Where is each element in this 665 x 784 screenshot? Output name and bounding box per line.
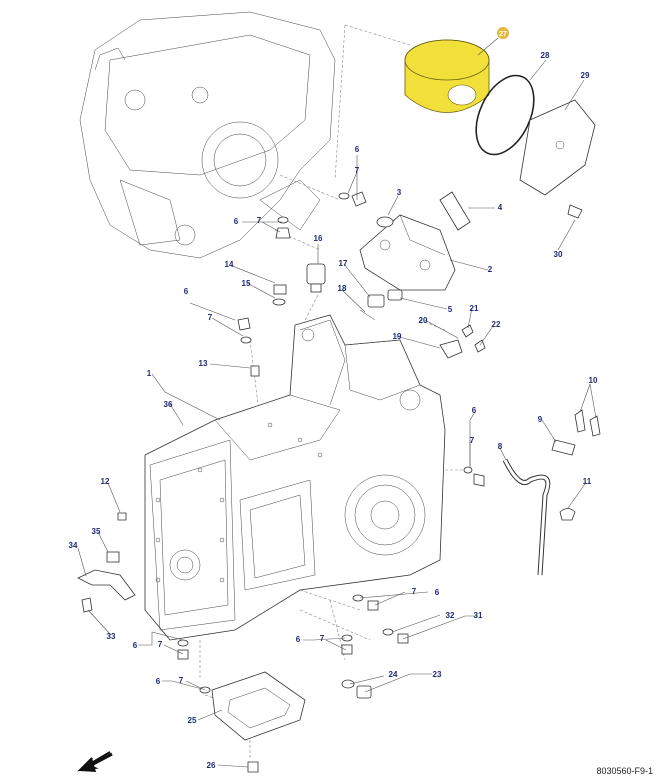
pipe-gasket bbox=[551, 439, 576, 456]
callout-22[interactable]: 22 bbox=[492, 320, 501, 329]
callout-7[interactable]: 7 bbox=[470, 436, 475, 445]
plug-23-24 bbox=[341, 679, 372, 699]
callout-13[interactable]: 13 bbox=[199, 359, 208, 368]
callout-21[interactable]: 21 bbox=[470, 304, 479, 313]
callout-12[interactable]: 12 bbox=[101, 477, 110, 486]
spring bbox=[359, 294, 385, 321]
callout-34[interactable]: 35 bbox=[92, 527, 101, 536]
o-ring bbox=[475, 74, 535, 156]
callout-31[interactable]: 31 bbox=[474, 611, 483, 620]
callout-7[interactable]: 7 bbox=[158, 640, 163, 649]
callout-32[interactable]: 32 bbox=[446, 611, 455, 620]
filter-cover bbox=[519, 99, 596, 196]
callout-6[interactable]: 6 bbox=[133, 641, 138, 650]
callout-7[interactable]: 7 bbox=[208, 313, 213, 322]
callout-16[interactable]: 16 bbox=[314, 234, 323, 243]
callout-6[interactable]: 6 bbox=[184, 287, 189, 296]
callout-6[interactable]: 6 bbox=[472, 406, 477, 415]
plug-and-seal-set-a bbox=[338, 191, 367, 207]
cover-bolt-hole bbox=[555, 140, 565, 150]
callout-11[interactable]: 11 bbox=[583, 477, 592, 486]
callout-20[interactable]: 20 bbox=[419, 316, 428, 325]
bracket-pipe bbox=[77, 569, 136, 601]
callout-4[interactable]: 4 bbox=[498, 203, 503, 212]
callout-10[interactable]: 10 bbox=[589, 376, 598, 385]
leader-lines bbox=[77, 37, 597, 768]
callout-5[interactable]: 5 bbox=[448, 305, 453, 314]
callout-35[interactable]: 33 bbox=[107, 632, 116, 641]
callout-6[interactable]: 6 bbox=[355, 145, 360, 154]
transmission-housing bbox=[144, 314, 446, 641]
callout-30[interactable]: 30 bbox=[554, 250, 563, 259]
callout-33[interactable]: 34 bbox=[69, 541, 78, 550]
plug-6-7-right bbox=[463, 466, 485, 487]
plug-13 bbox=[250, 365, 260, 377]
callout-7[interactable]: 7 bbox=[179, 676, 184, 685]
drawing-reference: 8030560-F9-1 bbox=[596, 766, 653, 776]
pin bbox=[439, 191, 471, 231]
bracket bbox=[359, 214, 456, 291]
callout-labels: 27 28 29 30 3 4 2 5 6 7 6 7 16 17 18 14 … bbox=[69, 27, 598, 770]
bolt-small-b bbox=[474, 339, 486, 353]
cover-bolt bbox=[567, 204, 583, 219]
callout-24[interactable]: 24 bbox=[389, 670, 398, 679]
plug-12 bbox=[117, 512, 127, 521]
callout-3[interactable]: 3 bbox=[397, 188, 402, 197]
callout-25[interactable]: 25 bbox=[188, 716, 197, 725]
callout-8[interactable]: 8 bbox=[498, 442, 503, 451]
callout-14[interactable]: 14 bbox=[225, 260, 234, 269]
plug-6-7-bottom-left bbox=[177, 639, 189, 660]
callout-7[interactable]: 7 bbox=[257, 216, 262, 225]
ghost-transmission-assembly bbox=[79, 11, 336, 259]
plug-31-32 bbox=[382, 628, 409, 644]
callout-29[interactable]: 29 bbox=[581, 71, 590, 80]
callout-6[interactable]: 6 bbox=[156, 677, 161, 686]
callout-15[interactable]: 15 bbox=[242, 279, 251, 288]
spacer bbox=[387, 289, 403, 301]
sensor bbox=[306, 263, 326, 293]
callout-1[interactable]: 1 bbox=[147, 369, 152, 378]
callout-6[interactable]: 6 bbox=[296, 635, 301, 644]
cover-plate bbox=[211, 671, 306, 741]
pipe-clip bbox=[559, 508, 576, 521]
callout-36[interactable]: 36 bbox=[164, 400, 173, 409]
pipe-bolt-b bbox=[589, 415, 601, 437]
callout-6[interactable]: 6 bbox=[234, 217, 239, 226]
washer bbox=[376, 216, 394, 228]
callout-7[interactable]: 7 bbox=[412, 587, 417, 596]
callout-7[interactable]: 7 bbox=[320, 634, 325, 643]
callout-27[interactable]: 27 bbox=[499, 31, 507, 38]
filter-cartridge-highlighted[interactable] bbox=[404, 39, 490, 113]
callout-17[interactable]: 17 bbox=[339, 259, 348, 268]
bolt-35 bbox=[81, 597, 93, 613]
callout-23[interactable]: 23 bbox=[433, 670, 442, 679]
cover-plate-bolt bbox=[247, 761, 259, 773]
bolt-small bbox=[461, 324, 474, 338]
plug-and-seal-set-b bbox=[275, 216, 291, 239]
fitting bbox=[106, 551, 120, 563]
plug-6-7-mid bbox=[237, 317, 252, 344]
callout-28[interactable]: 28 bbox=[541, 51, 550, 60]
highlight-badge[interactable] bbox=[497, 27, 509, 39]
plug-14-15 bbox=[272, 284, 287, 306]
callout-18[interactable]: 18 bbox=[338, 284, 347, 293]
callout-19[interactable]: 19 bbox=[393, 332, 402, 341]
callout-9[interactable]: 9 bbox=[538, 415, 543, 424]
pipe-bolt bbox=[574, 409, 586, 433]
callout-2[interactable]: 2 bbox=[488, 265, 493, 274]
callout-6[interactable]: 6 bbox=[435, 588, 440, 597]
clip bbox=[439, 339, 463, 359]
callout-7[interactable]: 7 bbox=[355, 166, 360, 175]
callout-26[interactable]: 26 bbox=[207, 761, 216, 770]
